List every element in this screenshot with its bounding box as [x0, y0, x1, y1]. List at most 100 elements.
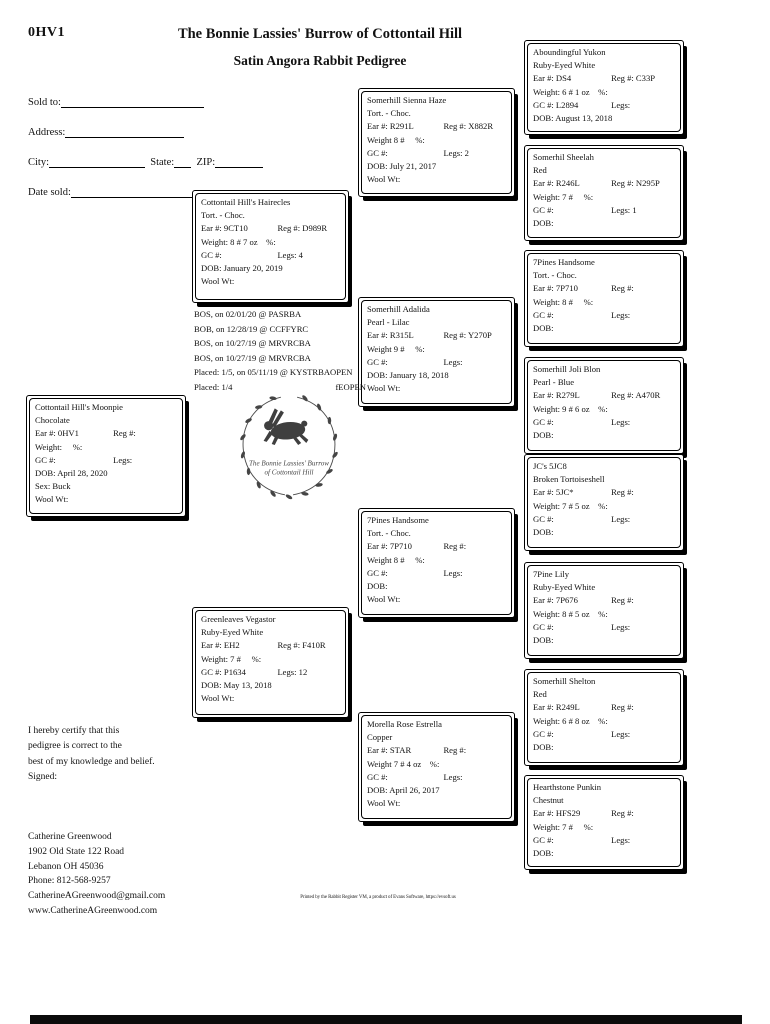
- rabbit-legs: Legs:: [113, 454, 133, 465]
- state-blank-line: [174, 156, 192, 168]
- rabbit-legs: Legs:: [611, 621, 631, 632]
- rabbit-reg-number: Reg #: F410R: [277, 640, 326, 651]
- rabbit-weight: Weight: 7 # %:: [201, 653, 262, 664]
- rabbit-weight: Weight: 7 # %:: [533, 821, 594, 832]
- rabbit-wool-weight: Wool Wt:: [201, 276, 235, 287]
- rabbit-name: Somerhill Adalida: [367, 304, 430, 314]
- rabbit-dob: DOB:: [533, 635, 554, 646]
- certification-line: Signed:: [28, 772, 58, 783]
- rabbit-weight: Weight: 8 # 5 oz %:: [533, 608, 608, 619]
- sold-to-label: Sold to:: [28, 97, 61, 108]
- rabbit-reg-number: Reg #:: [611, 808, 634, 819]
- rabbit-name: Aboundingful Yukon: [533, 47, 606, 57]
- rabbit-ear-number: Ear #: 7P710: [367, 541, 412, 552]
- rabbit-name: Somerhill Sienna Haze: [367, 95, 447, 105]
- rabbit-gc-number: GC #: P1634: [201, 666, 246, 677]
- rabbit-weight: Weight: 8 # %:: [533, 296, 594, 307]
- rabbit-weight: Weight 7 # 4 oz %:: [367, 758, 440, 769]
- rabbit-ear-number: Ear #: EH2: [201, 640, 240, 651]
- rabbit-legs: Legs:: [611, 416, 631, 427]
- award-line: BOS, on 10/27/19 @ MRVRCBA: [194, 338, 311, 349]
- rabbit-reg-number: Reg #:: [113, 428, 136, 439]
- rabbit-name: Cottontail Hill's Moonpie: [35, 402, 123, 412]
- rabbit-name: Somerhill Joli Blon: [533, 364, 601, 374]
- rabbit-ear-number: Ear #: HFS29: [533, 808, 581, 819]
- breeder-address-line2: Lebanon OH 45036: [28, 861, 104, 872]
- logo-script-line2: of Cottontail Hill: [265, 468, 314, 476]
- address-blank-line: [65, 126, 185, 138]
- city-label: City:: [28, 157, 50, 168]
- certification-line: I hereby certify that this: [28, 726, 120, 736]
- sold-to-blank-line: [60, 96, 204, 108]
- rabbit-color: Ruby-Eyed White: [533, 582, 596, 593]
- rabbit-dob: DOB:: [533, 527, 554, 538]
- rabbit-ear-number: Ear #: 0HV1: [35, 428, 79, 439]
- rabbit-gc-number: GC #:: [367, 147, 388, 158]
- rabbit-wool-weight: Wool Wt:: [35, 494, 69, 505]
- rabbit-wool-weight: Wool Wt:: [367, 174, 401, 185]
- rabbit-name: Somerhil Sheelah: [533, 152, 594, 162]
- rabbit-legs: Legs:: [611, 728, 631, 739]
- rabbit-name: 7Pines Handsome: [367, 515, 429, 525]
- rabbit-sex: Sex: Buck: [35, 481, 71, 492]
- city-blank-line: [49, 156, 146, 168]
- award-line: Placed: 1/5, on 05/11/19 @ KYSTRBAOPEN: [194, 367, 353, 378]
- rabbit-wool-weight: Wool Wt:: [367, 383, 401, 394]
- rabbit-reg-number: Reg #:: [611, 595, 634, 606]
- print-attribution: Printed by the Rabbit Register VM, a pro…: [300, 895, 456, 900]
- rabbit-color: Tort. - Choc.: [533, 270, 577, 281]
- certification-line: best of my knowledge and belief.: [28, 756, 155, 767]
- rabbit-weight: Weight 8 # %:: [367, 554, 425, 565]
- rabbit-name: 7Pines Handsome: [533, 257, 595, 267]
- rabbit-color: Tort. - Choc.: [201, 210, 245, 221]
- rabbit-ear-number: Ear #: R249L: [533, 702, 580, 713]
- rabbit-gc-number: GC #:: [533, 204, 554, 215]
- rabbit-weight: Weight 8 # %:: [367, 134, 425, 145]
- rabbit-legs: Legs:: [611, 309, 631, 320]
- rabbit-wool-weight: Wool Wt:: [201, 693, 235, 704]
- rabbit-dob: DOB: January 18, 2018: [367, 370, 449, 381]
- rabbit-color: Pearl - Blue: [533, 377, 575, 388]
- rabbit-color: Ruby-Eyed White: [201, 627, 264, 638]
- rabbit-ear-number: Ear #: 9CT10: [201, 223, 248, 234]
- rabbit-ear-number: Ear #: R315L: [367, 330, 414, 341]
- award-placed-fragment: Placed: 1/4: [194, 381, 233, 392]
- rabbit-wool-weight: Wool Wt:: [367, 798, 401, 809]
- rabbit-name: Morella Rose Estrella: [367, 719, 442, 729]
- rabbit-ear-number: Ear #: R291L: [367, 121, 414, 132]
- pedigree-box-sires-dam: Somerhill Adalida Pearl - Lilac Ear #: R…: [358, 297, 515, 407]
- breeder-website: www.CatherineAGreenwood.com: [28, 905, 158, 916]
- rabbit-wool-weight: Wool Wt:: [367, 594, 401, 605]
- rabbit-dob: DOB: April 26, 2017: [367, 785, 440, 796]
- address-label: Address:: [28, 127, 66, 138]
- rabbit-color: Chocolate: [35, 415, 70, 426]
- pedigree-box-gen4-3: 7Pines Handsome Tort. - Choc. Ear #: 7P7…: [524, 250, 684, 347]
- rabbit-ear-number: Ear #: STAR: [367, 745, 412, 756]
- rabbit-dob: DOB:: [367, 581, 388, 592]
- rabbit-gc-number: GC #:: [533, 309, 554, 320]
- rabbit-legs: Legs: 4: [277, 249, 303, 260]
- laurel-wreath-icon: The Bonnie Lassies' Burrow of Cottontail…: [240, 395, 338, 500]
- pedigree-box-dams-sire: 7Pines Handsome Tort. - Choc. Ear #: 7P7…: [358, 508, 515, 618]
- award-line: BOS, on 02/01/20 @ PASRBA: [194, 309, 302, 319]
- zip-blank-line: [215, 156, 264, 168]
- rabbit-dob: DOB:: [533, 742, 554, 753]
- rabbit-legs: Legs:: [611, 834, 631, 845]
- rabbit-reg-number: Reg #:: [611, 702, 634, 713]
- breeder-name: Catherine Greenwood: [28, 832, 112, 842]
- logo-script-line1: The Bonnie Lassies' Burrow: [249, 459, 329, 467]
- rabbit-dob: DOB: August 13, 2018: [533, 113, 613, 124]
- rabbit-dob: DOB:: [533, 323, 554, 334]
- rabbit-color: Broken Tortoiseshell: [533, 474, 605, 485]
- pedigree-box-gen4-5: JC's 5JC8 Broken Tortoiseshell Ear #: 5J…: [524, 454, 684, 551]
- rabbit-ear-number: Ear #: 7P710: [533, 283, 578, 294]
- pedigree-box-dam: Greenleaves Vegastor Ruby-Eyed White Ear…: [192, 607, 349, 718]
- rabbit-name: 7Pine Lily: [533, 569, 570, 579]
- sold-to-row: Sold to:: [28, 96, 204, 108]
- rabbit-legs: Legs:: [443, 356, 463, 367]
- rabbit-color: Ruby-Eyed White: [533, 60, 596, 71]
- rabbit-weight: Weight: 6 # 8 oz %:: [533, 715, 608, 726]
- breeder-phone: Phone: 812-568-9257: [28, 876, 111, 887]
